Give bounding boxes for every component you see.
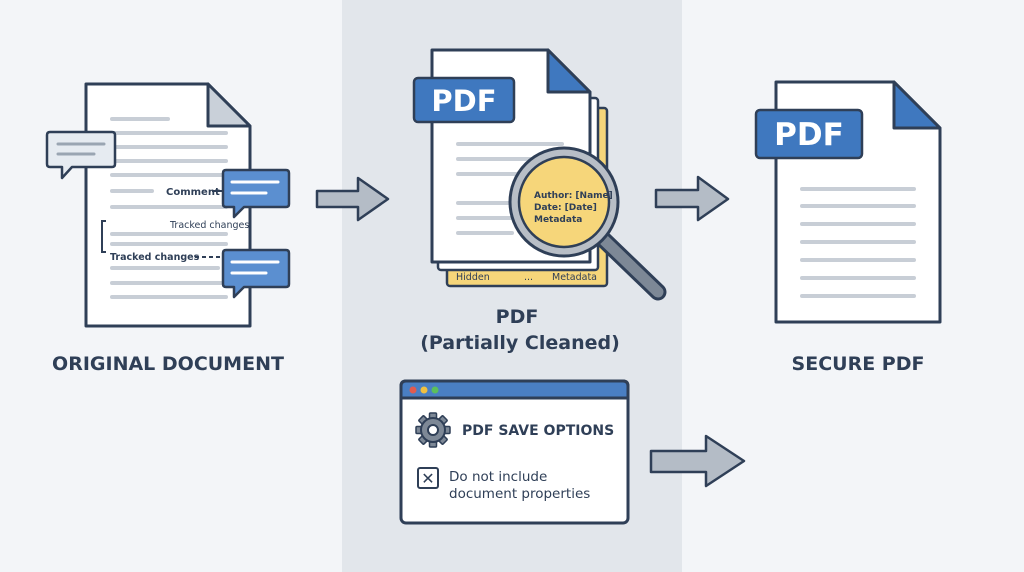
partial-pdf-badge-label: PDF <box>431 84 496 118</box>
comment-bubble-icon <box>221 248 291 299</box>
arrow-to-partial <box>315 176 390 222</box>
partial-caption-line1: PDF <box>496 306 539 328</box>
checkbox-label-line2: document properties <box>449 486 590 502</box>
tracked-changes-bracket <box>101 220 106 253</box>
window-minimize-dot[interactable] <box>420 386 428 394</box>
hidden-metadata-label: Metadata <box>552 272 597 283</box>
original-text-lines <box>110 117 228 299</box>
original-caption: ORIGINAL DOCUMENT <box>52 353 284 375</box>
original-document: Comment Tracked changes Tracked changes … <box>45 82 291 375</box>
tracked-changes-label-1: Tracked changes <box>169 220 249 231</box>
pdf-save-options-dialog: PDF SAVE OPTIONS ✕ Do not include docume… <box>399 379 630 525</box>
hidden-dots: ... <box>524 272 533 283</box>
checkbox-label-line1: Do not include <box>449 469 547 485</box>
window-close-dot[interactable] <box>409 386 417 394</box>
dialog-title-bar <box>399 379 630 400</box>
secure-pdf-badge-label: PDF <box>774 117 844 153</box>
arrow-to-secure <box>654 175 730 222</box>
magnifier-metadata: Metadata <box>534 215 582 225</box>
secure-caption: SECURE PDF <box>792 353 925 375</box>
hidden-label: Hidden <box>456 272 490 283</box>
secure-pdf-badge <box>754 108 864 160</box>
gear-icon <box>415 412 451 448</box>
magnifying-glass-icon: Author: [Name] Date: [Date] Metadata <box>508 146 667 301</box>
dialog-title: PDF SAVE OPTIONS <box>462 423 614 439</box>
window-maximize-dot[interactable] <box>431 386 439 394</box>
comment-bubble-icon <box>221 168 291 219</box>
secure-pdf: PDF SECURE PDF <box>754 80 942 375</box>
magnifier-author: Author: [Name] <box>534 191 613 201</box>
original-page-fold <box>206 82 252 128</box>
secure-page-fold <box>892 80 942 130</box>
comment-bubble-icon <box>45 130 117 180</box>
secure-text-lines <box>800 187 916 298</box>
partial-caption-line2: (Partially Cleaned) <box>420 332 620 354</box>
partial-pdf: Hidden ... Metadata PDF Author: [Name] D… <box>412 48 667 354</box>
checkbox-icon[interactable]: ✕ <box>417 467 439 489</box>
tracked-changes-label-2: Tracked changes <box>110 252 200 263</box>
magnifier-date: Date: [Date] <box>534 203 597 213</box>
partial-page-fold <box>546 48 592 94</box>
partial-pdf-badge <box>412 76 516 124</box>
arrow-options-to-secure <box>649 434 746 488</box>
comment-label: Comment <box>166 187 220 198</box>
checkbox-mark: ✕ <box>421 469 434 488</box>
